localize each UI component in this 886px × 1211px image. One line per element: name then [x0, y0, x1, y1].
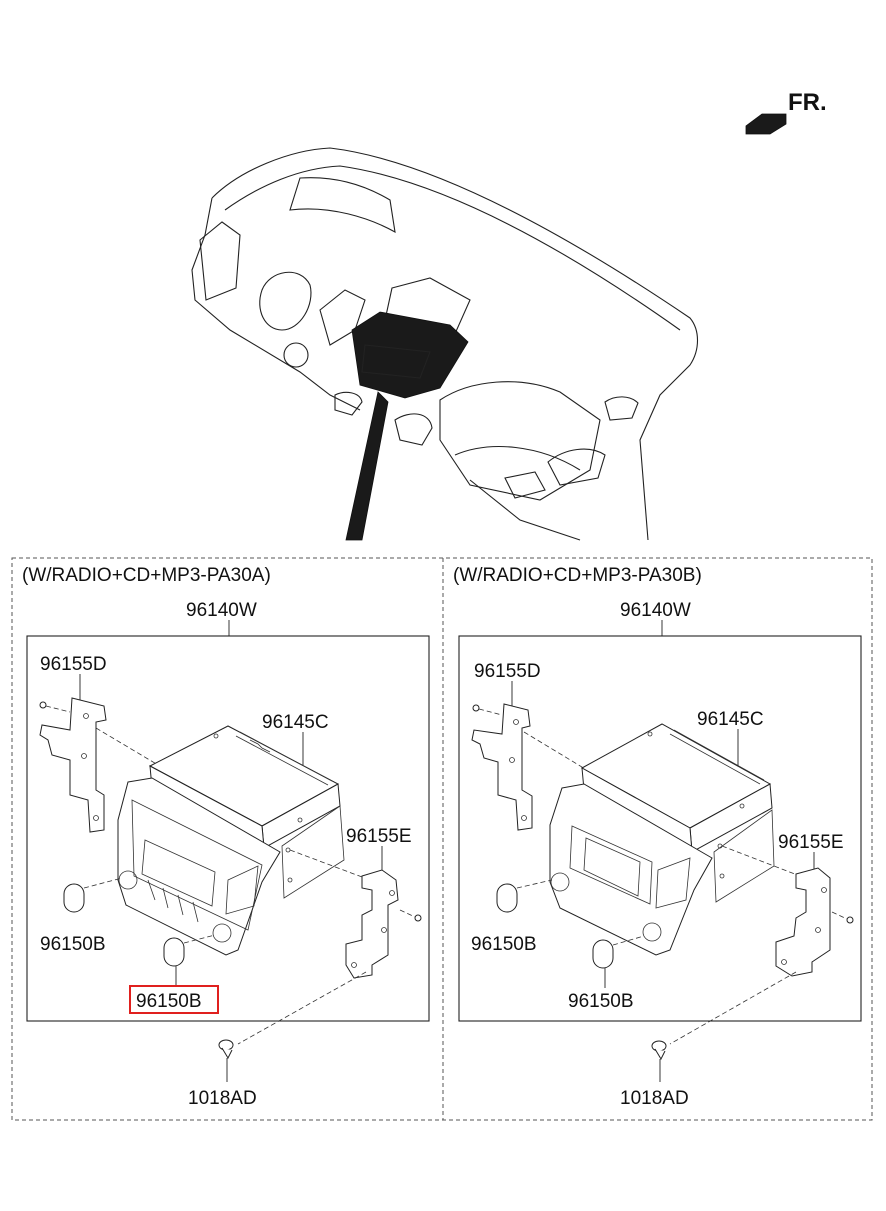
part-label-bracket-left: 96155D	[474, 661, 541, 682]
part-label-knob-bottom: 96150B	[136, 991, 202, 1012]
front-label: FR.	[788, 89, 827, 116]
section-title: (W/RADIO+CD+MP3-PA30A)	[22, 565, 271, 586]
knob-bottom	[163, 934, 216, 986]
part-label-case: 96145C	[262, 712, 329, 733]
knob-side	[63, 877, 123, 913]
assembly-number: 96140W	[186, 600, 257, 621]
front-arrow-icon	[745, 113, 787, 135]
section-pa30a: (W/RADIO+CD+MP3-PA30A) 96140W 96155D 961…	[22, 565, 430, 1109]
part-label-knob-side: 96150B	[471, 934, 537, 955]
section-pa30b: (W/RADIO+CD+MP3-PA30B) 96140W 96155D 961…	[453, 565, 862, 1109]
bracket-right	[345, 869, 399, 979]
assembly-box	[26, 635, 430, 1022]
part-label-screw: 1018AD	[620, 1088, 689, 1109]
part-label-bracket-left: 96155D	[40, 654, 107, 675]
dashboard-overview	[191, 147, 699, 541]
part-label-bracket-right: 96155E	[346, 826, 412, 847]
faceplate	[549, 783, 713, 956]
bracket-left	[471, 703, 533, 831]
screw	[218, 1039, 234, 1082]
bracket-left	[39, 697, 107, 833]
part-label-knob-bottom: 96150B	[568, 991, 634, 1012]
bracket-right	[775, 867, 831, 977]
part-label-knob-side: 96150B	[40, 934, 106, 955]
knob-side	[496, 879, 553, 913]
part-label-bracket-right: 96155E	[778, 832, 844, 853]
knob-bottom	[592, 935, 645, 988]
outer-frame	[11, 557, 873, 1121]
screw	[651, 1040, 667, 1082]
assembly-box	[458, 635, 862, 1022]
assembly-number: 96140W	[620, 600, 691, 621]
highlight-box	[129, 985, 219, 1014]
front-direction-indicator: FR.	[745, 89, 827, 135]
faceplate	[117, 777, 281, 956]
section-title: (W/RADIO+CD+MP3-PA30B)	[453, 565, 702, 586]
part-label-case: 96145C	[697, 709, 764, 730]
part-label-screw: 1018AD	[188, 1088, 257, 1109]
